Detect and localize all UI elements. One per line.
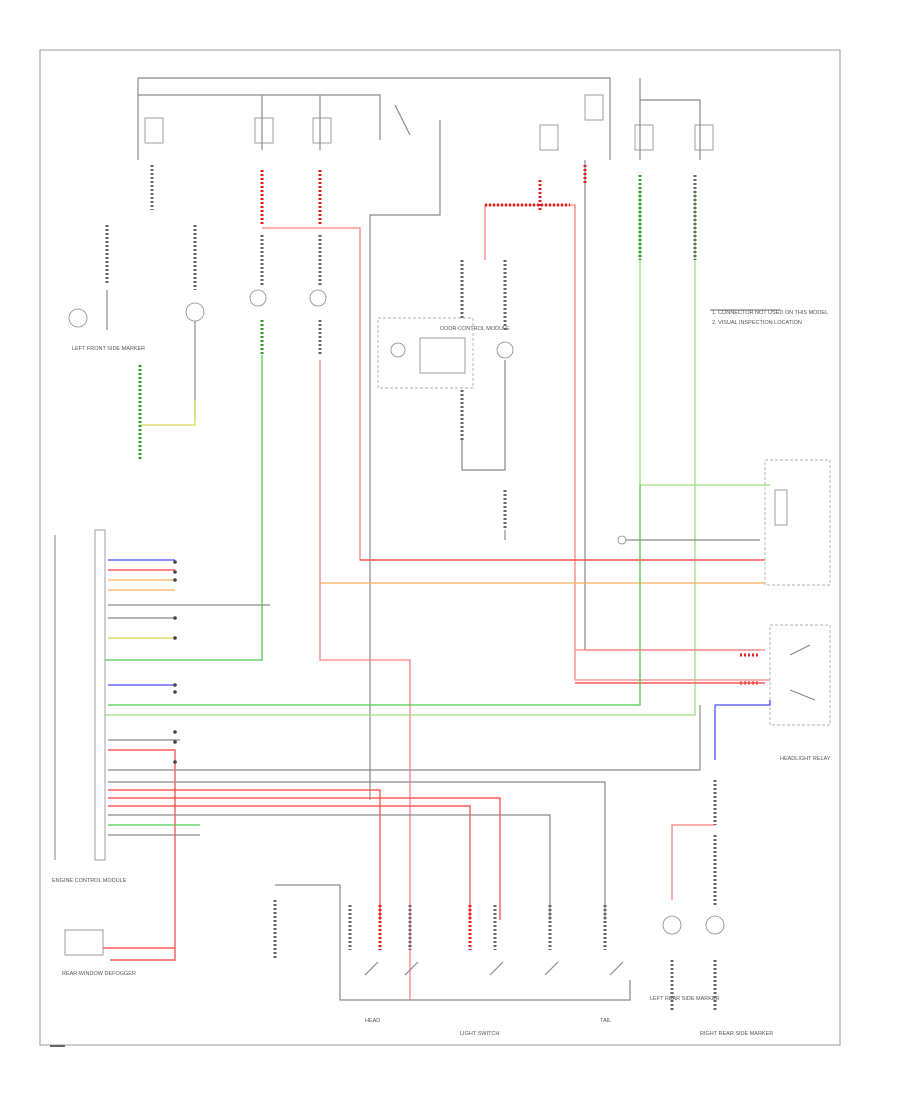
lamp-icon bbox=[309, 289, 327, 307]
ecm-pin-wires bbox=[108, 485, 701, 961]
diagram-frame bbox=[39, 49, 841, 1046]
ecm-label: ENGINE CONTROL MODULE bbox=[52, 878, 127, 884]
pin-dots bbox=[173, 560, 177, 764]
green-wire bbox=[105, 355, 263, 661]
green-wire bbox=[105, 190, 696, 716]
tail-switch-label: TAIL bbox=[600, 1018, 611, 1024]
lamp-icon bbox=[249, 289, 267, 307]
lamp-icon bbox=[185, 302, 205, 322]
right-connector-block bbox=[320, 459, 831, 586]
red-wire bbox=[485, 204, 770, 681]
rear-lamps: LEFT REAR SIDE MARKER RIGHT REAR SIDE MA… bbox=[650, 780, 773, 1037]
fuse-block bbox=[144, 94, 714, 151]
wire bbox=[584, 160, 760, 651]
lamp-icon bbox=[390, 342, 406, 358]
ecm-connector: ENGINE CONTROL MODULE bbox=[52, 529, 127, 884]
bottom-left-label: REAR WINDOW DEFOGGER bbox=[62, 971, 136, 977]
rear-lamp-right-label: RIGHT REAR SIDE MARKER bbox=[700, 1031, 773, 1037]
relay-label: HEADLIGHT RELAY bbox=[780, 756, 831, 762]
lamp-icon bbox=[705, 915, 725, 935]
light-switch-label: LIGHT SWITCH bbox=[460, 1031, 499, 1037]
center-lamps bbox=[249, 170, 327, 355]
lamp-icon bbox=[496, 341, 514, 359]
door-module: DOOR CONTROL MODULE bbox=[377, 260, 514, 530]
relay: HEADLIGHT RELAY bbox=[714, 624, 831, 762]
red-wire bbox=[319, 360, 411, 1000]
green-wire bbox=[639, 190, 770, 486]
left-front-lamp-label: LEFT FRONT SIDE MARKER bbox=[72, 346, 145, 352]
legend-line-2: 2. VISUAL INSPECTION LOCATION bbox=[712, 320, 802, 326]
top-power-bus bbox=[137, 77, 701, 800]
red-wire bbox=[262, 227, 760, 561]
left-front-lamp-group: LEFT FRONT SIDE MARKER bbox=[68, 165, 205, 460]
bottom-left-component: REAR WINDOW DEFOGGER bbox=[62, 929, 175, 977]
door-module-label: DOOR CONTROL MODULE bbox=[440, 326, 510, 332]
rear-lamp-left-label: LEFT REAR SIDE MARKER bbox=[650, 996, 720, 1002]
head-switch-label: HEAD bbox=[365, 1018, 380, 1024]
lamp-icon bbox=[662, 915, 682, 935]
light-switch: LIGHT SWITCH HEAD TAIL bbox=[273, 884, 631, 1037]
legend-line-1: 1. CONNECTOR NOT USED ON THIS MODEL bbox=[712, 310, 828, 316]
lamp-icon bbox=[68, 308, 88, 328]
